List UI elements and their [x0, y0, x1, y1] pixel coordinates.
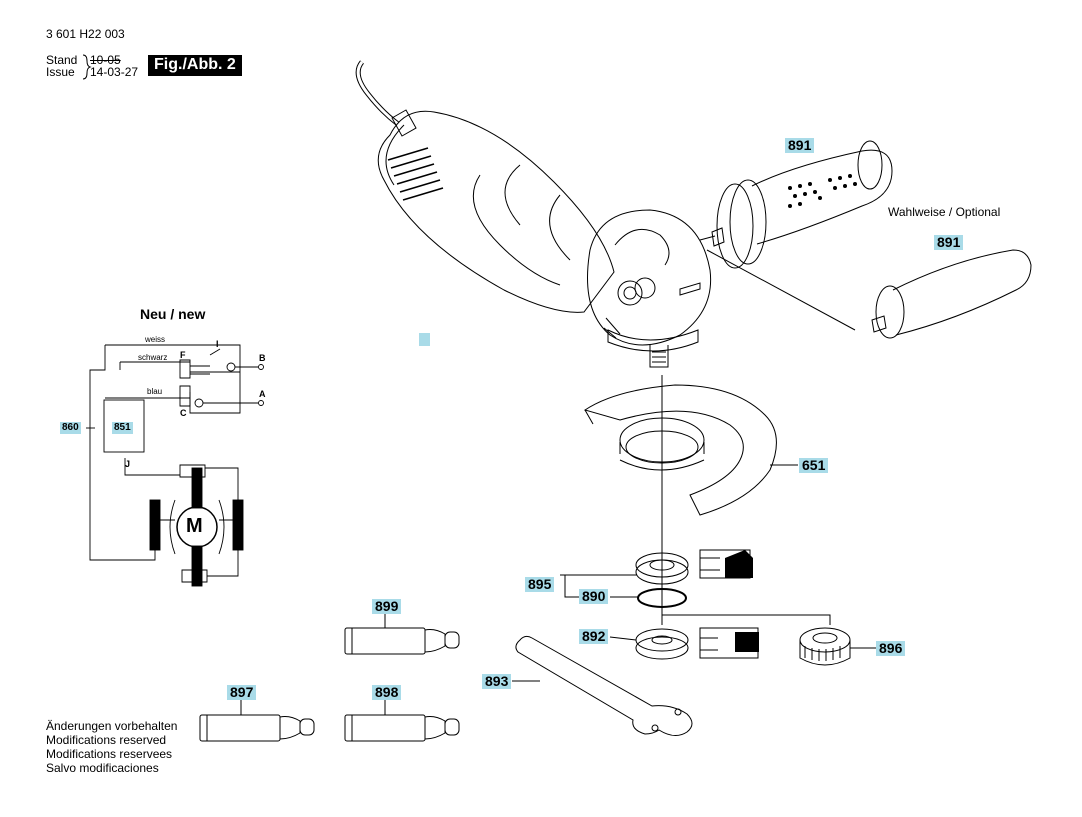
part-label-899: 899 [372, 599, 402, 614]
issue-label: Issue [46, 65, 75, 79]
terminal-j: J [125, 459, 131, 469]
clamping-nut-892 [635, 628, 689, 660]
header-brace [82, 54, 92, 80]
terminal-i: I [216, 339, 219, 349]
flange-895 [635, 552, 689, 585]
part-label-898: 898 [372, 685, 402, 700]
auxiliary-handle-891a [711, 140, 893, 269]
footer-line-en: Modifications reserved [46, 733, 167, 747]
figure-label: Fig./Abb. 2 [148, 55, 242, 76]
nut-detail-fill [735, 632, 759, 652]
part-label-893: 893 [482, 674, 512, 689]
footer-line-de: Änderungen vorbehalten [46, 719, 178, 733]
part-label-890: 890 [579, 589, 609, 604]
document-number: 3 601 H22 003 [46, 27, 125, 41]
wire-label-blau: blau [147, 387, 163, 396]
auxiliary-handle-891b [871, 249, 1032, 339]
issue-date: 14-03-27 [90, 65, 139, 79]
part-label-892: 892 [579, 629, 609, 644]
marker-square [419, 333, 430, 346]
part-label-891a: 891 [785, 138, 815, 153]
stand-label: Stand [46, 53, 78, 67]
ring-890 [637, 588, 687, 608]
wiring-diagram [86, 344, 264, 587]
flange-detail-fill [725, 550, 753, 578]
optional-note: Wahlweise / Optional [888, 205, 1001, 219]
part-label-851: 851 [112, 422, 133, 434]
wheel-guard-651 [583, 384, 777, 516]
part-label-895: 895 [525, 577, 555, 592]
part-label-897: 897 [227, 685, 257, 700]
spanner-wrench-893 [515, 635, 693, 736]
handle-leader-line [706, 249, 856, 331]
leader-892 [609, 636, 637, 641]
terminal-f: F [180, 350, 186, 360]
part-label-860: 860 [60, 422, 81, 434]
wire-label-schwarz: schwarz [138, 353, 168, 362]
angle-grinder-body [355, 60, 712, 368]
stand-date: 10-05 [90, 53, 121, 67]
part-label-651: 651 [799, 458, 829, 473]
wiring-title: Neu / new [140, 306, 206, 322]
quick-nut-896 [799, 627, 851, 666]
terminal-c: C [180, 408, 187, 418]
grease-tube-899 [344, 627, 460, 655]
terminal-a: A [259, 389, 266, 399]
part-label-891b: 891 [934, 235, 964, 250]
grease-tube-898 [344, 714, 460, 742]
footer-line-fr: Modifications reservees [46, 747, 173, 761]
component-851 [103, 399, 145, 453]
grease-tube-897 [199, 714, 315, 742]
part-label-896: 896 [876, 641, 906, 656]
terminal-b: B [259, 353, 266, 363]
footer-line-es: Salvo modificaciones [46, 761, 159, 775]
wire-label-weiss: weiss [145, 335, 166, 344]
motor-symbol: M [186, 515, 203, 537]
